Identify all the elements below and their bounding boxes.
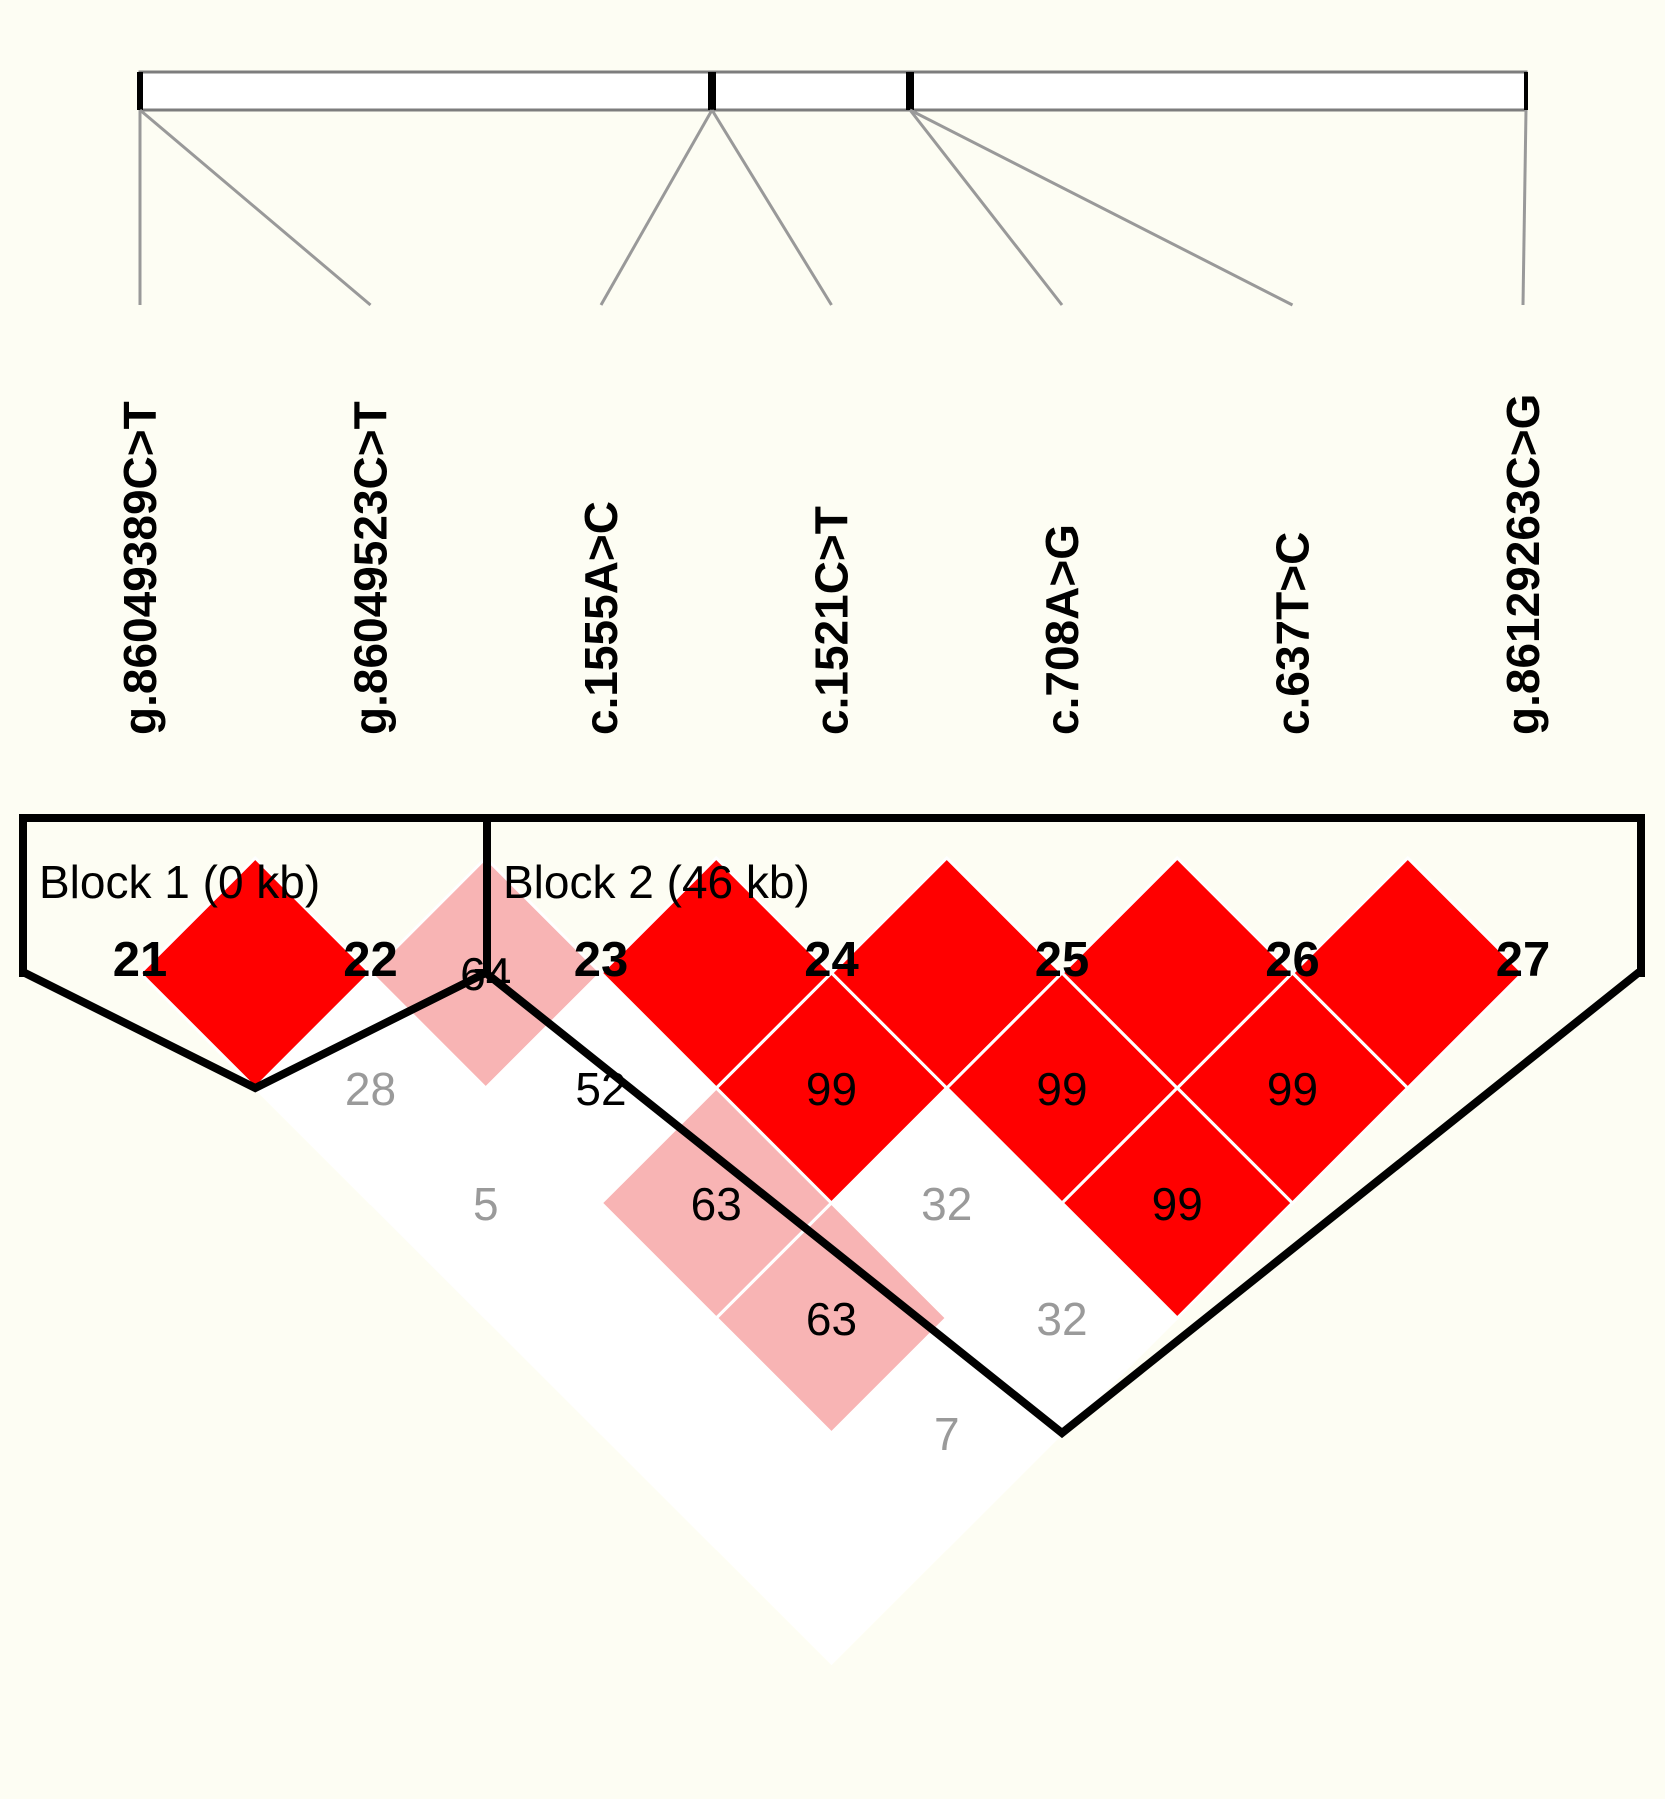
ld-cell-value: 99 [1152, 1178, 1203, 1230]
marker-label: g.86129263C>G [1497, 394, 1549, 735]
marker-label: c.1521C>T [806, 506, 858, 735]
chromosome-bar-outline [138, 70, 1528, 112]
marker-number: 25 [1035, 933, 1090, 987]
marker-label: g.86049523C>T [345, 401, 397, 735]
ld-block-outline [474, 814, 1645, 1439]
marker-numbers: 21 22 23 24 25 26 27 [113, 933, 1551, 987]
marker-connector [139, 108, 372, 307]
marker-connector [1521, 109, 1528, 306]
marker-connector [599, 109, 714, 306]
ld-cell-value: 52 [575, 1063, 626, 1115]
ld-block-title: Block 2 (46 kb) [503, 856, 810, 908]
marker-labels: g.86049389C>T g.86049523C>T c.1555A>C c.152… [114, 394, 1549, 735]
ld-cell-value: 99 [806, 1063, 857, 1115]
ld-blocks: Block 1 (0 kb) Block 2 (46 kb) [19, 814, 1645, 1439]
chromosome-bar [137, 70, 1528, 112]
ld-cell-value: 28 [345, 1063, 396, 1115]
marker-connectors [138, 108, 1528, 307]
ld-block-title: Block 1 (0 kb) [39, 856, 320, 908]
ld-cell-value: 99 [1267, 1063, 1318, 1115]
marker-label: g.86049389C>T [114, 401, 166, 735]
ld-cell [1290, 855, 1525, 1091]
marker-label: c.637T>C [1267, 532, 1319, 735]
marker-number: 24 [804, 933, 859, 987]
ld-cell-value: 5 [473, 1178, 499, 1230]
marker-number: 27 [1496, 933, 1551, 987]
marker-number: 26 [1265, 933, 1320, 987]
marker-connector [909, 108, 1294, 307]
marker-number: 21 [113, 933, 168, 987]
ld-cell-value: 7 [934, 1408, 960, 1460]
marker-number: 23 [574, 933, 629, 987]
marker-label: c.1555A>C [575, 501, 627, 735]
marker-connector [908, 109, 1064, 306]
ld-cell-value: 32 [921, 1178, 972, 1230]
marker-number: 22 [343, 933, 398, 987]
ld-cell-value: 99 [1036, 1063, 1087, 1115]
ld-cell-value: 32 [1036, 1293, 1087, 1345]
ld-cell-value: 63 [806, 1293, 857, 1345]
ld-cell-value: 63 [691, 1178, 742, 1230]
marker-connector [710, 109, 833, 306]
marker-label: c.708A>G [1036, 524, 1088, 735]
